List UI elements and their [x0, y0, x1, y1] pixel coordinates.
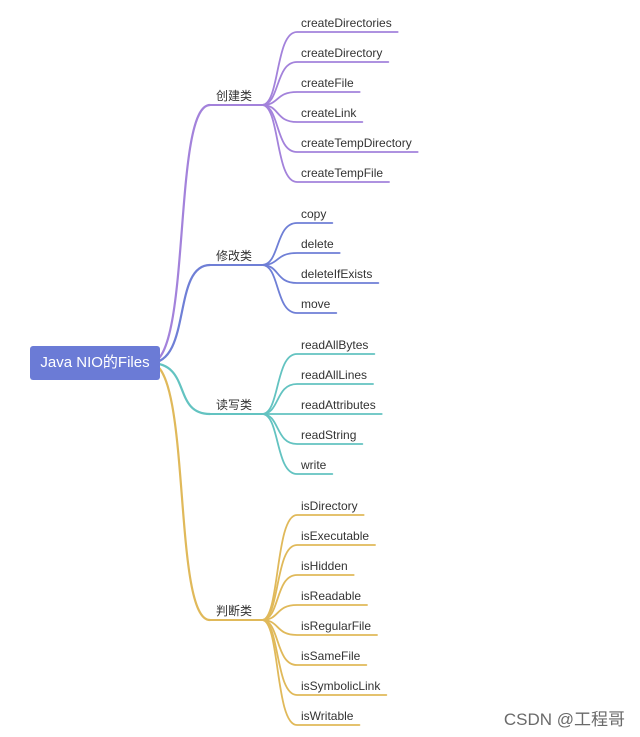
branch-group-3: 读写类 readAllBytes readAllLines readAttribute…: [148, 338, 383, 475]
leaf-copy[interactable]: copy: [301, 207, 326, 221]
leaf-create-link[interactable]: createLink: [301, 106, 357, 120]
leaf-connector: [261, 252, 341, 266]
leaf-is-directory[interactable]: isDirectory: [301, 499, 358, 513]
root-connector-1: [148, 103, 212, 365]
leaf-write[interactable]: write: [300, 458, 327, 472]
branch-group-4: 判断类 isDirectory isExecutable isHidden isRead…: [148, 361, 388, 726]
leaf-is-readable[interactable]: isReadable: [301, 589, 361, 603]
root-connector-4: [148, 361, 212, 622]
leaf-connector: [261, 31, 399, 106]
leaf-delete[interactable]: delete: [301, 237, 334, 251]
root-connector-2: [148, 263, 212, 365]
branch-label-3[interactable]: 读写类: [216, 398, 252, 412]
leaf-is-writable[interactable]: isWritable: [301, 709, 354, 723]
leaf-connector: [261, 383, 374, 415]
leaf-connector: [261, 413, 334, 475]
leaf-read-attributes[interactable]: readAttributes: [301, 398, 376, 412]
leaf-connector: [261, 604, 368, 621]
leaf-connector: [261, 619, 361, 726]
leaf-read-string[interactable]: readString: [301, 428, 356, 442]
watermark: CSDN @工程哥: [503, 710, 625, 729]
leaf-is-symbolic-link[interactable]: isSymbolicLink: [301, 679, 381, 693]
leaf-connector: [261, 264, 338, 314]
root-connector-3: [148, 361, 212, 416]
leaf-create-temp-directory[interactable]: createTempDirectory: [301, 136, 412, 150]
leaf-is-executable[interactable]: isExecutable: [301, 529, 369, 543]
leaf-read-all-bytes[interactable]: readAllBytes: [301, 338, 368, 352]
leaf-create-file[interactable]: createFile: [301, 76, 354, 90]
leaf-is-hidden[interactable]: isHidden: [301, 559, 348, 573]
leaf-connector: [261, 222, 334, 266]
leaf-is-same-file[interactable]: isSameFile: [301, 649, 361, 663]
leaf-connector: [261, 104, 390, 183]
branch-label-2[interactable]: 修改类: [216, 248, 252, 263]
leaf-create-temp-file[interactable]: createTempFile: [301, 166, 383, 180]
root-node[interactable]: Java NIO的Files: [30, 346, 160, 380]
leaf-move[interactable]: move: [301, 297, 331, 311]
branch-label-1[interactable]: 创建类: [216, 89, 252, 103]
branch-group-2: 修改类 copy delete deleteIfExists move: [148, 207, 380, 365]
leaf-connector: [261, 574, 355, 621]
leaf-connector: [261, 514, 365, 621]
leaf-read-all-lines[interactable]: readAllLines: [301, 368, 367, 382]
leaf-create-directories[interactable]: createDirectories: [301, 16, 392, 30]
leaf-connector: [261, 91, 361, 106]
leaf-connector: [261, 353, 376, 415]
branch-label-4[interactable]: 判断类: [216, 603, 252, 618]
leaf-is-regular-file[interactable]: isRegularFile: [301, 619, 371, 633]
leaf-delete-if-exists[interactable]: deleteIfExists: [301, 267, 372, 281]
leaf-connector: [261, 544, 376, 621]
leaf-connector: [261, 61, 390, 106]
branch-group-1: 创建类 createDirectories createDirectory creat…: [148, 16, 419, 365]
leaf-create-directory[interactable]: createDirectory: [301, 46, 382, 60]
